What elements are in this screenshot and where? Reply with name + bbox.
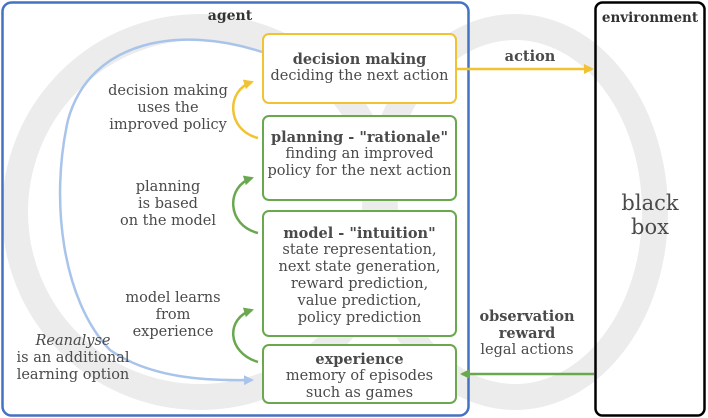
observation-label: observation reward legal actions [479, 308, 575, 358]
experience-line: such as games [305, 385, 414, 401]
experience-title: experience [315, 351, 404, 368]
decision-making-box: decision making deciding the next action [262, 33, 457, 104]
planning-box: planning - "rationale" finding an improv… [262, 115, 457, 201]
experience-box: experience memory of episodes such as ga… [262, 344, 457, 404]
model-to-planning-arrow [232, 175, 259, 235]
experience-line: memory of episodes [285, 368, 434, 384]
model-line: value prediction, [297, 293, 422, 309]
experience-to-model-arrow [232, 307, 259, 364]
model-line: state representation, [282, 242, 437, 258]
environment-title: environment [601, 10, 699, 26]
environment-container [594, 1, 706, 417]
reanalyse-italic: Reanalyse [35, 333, 111, 349]
planning-title: planning - "rationale" [270, 129, 449, 146]
planning-based-label: planning is based on the model [119, 179, 216, 229]
black-box-label: black box [621, 191, 679, 239]
reanalyse-label: Reanalyse is an additional learning opti… [4, 333, 142, 384]
model-learns-label: model learns from experience [125, 290, 221, 340]
action-label: action [504, 48, 556, 65]
planning-line: policy for the next action [267, 163, 452, 179]
model-line: next state generation, [278, 259, 441, 275]
decision-uses-label: decision making uses the improved policy [108, 83, 228, 133]
model-line: reward prediction, [290, 276, 429, 292]
model-box: model - "intuition" state representation… [262, 210, 457, 337]
planning-line: finding an improved [285, 146, 434, 162]
model-title: model - "intuition" [283, 225, 436, 242]
agent-container [1, 1, 470, 417]
planning-to-decision-arrow [231, 79, 259, 140]
decision-making-line: deciding the next action [270, 68, 449, 84]
agent-title: agent [207, 8, 253, 24]
decision-making-title: decision making [292, 51, 427, 68]
reanalyse-arrow [58, 38, 263, 386]
model-line: policy prediction [297, 310, 422, 326]
